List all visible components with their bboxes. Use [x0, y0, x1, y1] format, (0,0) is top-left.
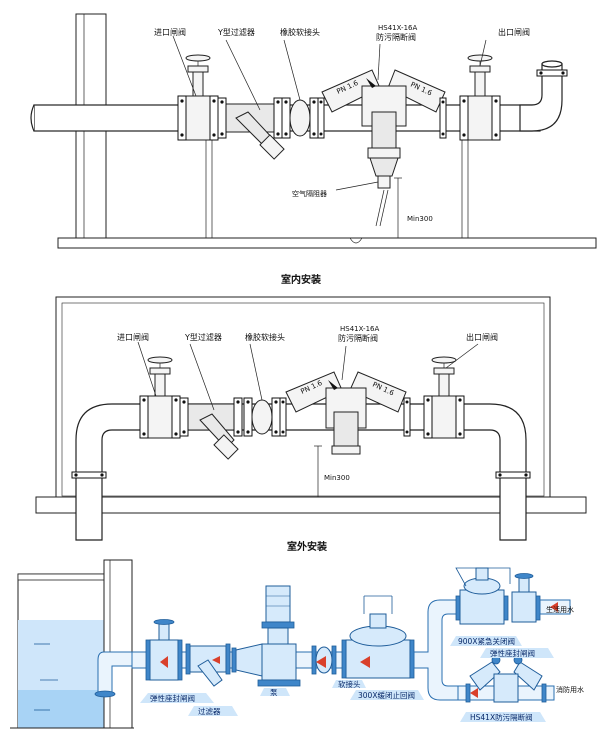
d2-inlet-gate-valve: [139, 356, 181, 439]
d1-rubber-joint-label: 橡胶软接头: [280, 27, 320, 37]
d2-inlet-valve-label: 进口闸阀: [117, 333, 149, 342]
inlet-gate-valve: [177, 54, 219, 141]
diagram-pump-system: 弹性座封闸阀 过滤器 泵 软接头 300X缓闭止回阀 900X紧急关闭阀 弹性座…: [10, 559, 584, 729]
d1-caption: 室内安装: [281, 273, 321, 286]
d2-outlet-valve-label: 出口闸阀: [466, 332, 498, 342]
d3-filter: [185, 643, 231, 687]
d3-soft-joint-label: 软接头: [338, 679, 361, 689]
d3-check-valve-label: 300X缓闭止回阀: [358, 690, 415, 700]
branch-pipe: [413, 599, 459, 701]
rubber-joint: [281, 97, 319, 139]
d3-backflow-valve: [457, 655, 555, 703]
d2-outlet-gate-valve: [423, 356, 465, 439]
d2-min-height: Min300: [324, 474, 350, 482]
d3-soft-joint: [311, 645, 337, 675]
d3-emergency-valve-label: 900X紧急关闭阀: [458, 636, 515, 646]
d3-pump: [257, 585, 301, 687]
d3-pump-label: 泵: [270, 688, 278, 697]
ground-slab: [35, 496, 587, 514]
d2-model-label: HS41X-16A: [340, 325, 379, 333]
water-tank: [10, 559, 134, 729]
d2-caption: 室外安装: [287, 540, 327, 553]
d1-outlet-valve-label: 出口闸阀: [498, 27, 530, 37]
d2-rubber-joint-label: 橡胶软接头: [245, 332, 285, 342]
d3-backflow-valve-label: HS41X防污隔断阀: [470, 712, 533, 722]
d2-y-filter: [179, 397, 243, 460]
d3-filter-label: 过滤器: [198, 706, 221, 716]
diagram-indoor: PN 1.6 PN 1.6 Min300: [30, 13, 597, 286]
d3-emergency-valve: [455, 567, 511, 625]
d1-y-filter-label: Y型过滤器: [217, 27, 255, 37]
d3-elastic-gate-label: 弹性座封闸阀: [150, 693, 195, 703]
backflow-preventer: PN 1.6 PN 1.6: [317, 69, 447, 244]
d2-rubber-joint: [243, 397, 281, 437]
y-filter: [217, 97, 285, 160]
u-pipe: [75, 403, 527, 541]
d1-inlet-valve-label: 进口闸阀: [154, 28, 186, 37]
d3-domestic-water-label: 生活用水: [546, 605, 574, 614]
d3-elastic-gate-2: [511, 573, 571, 623]
d2-backflow-label: 防污隔断阀: [338, 333, 378, 343]
d1-backflow-label: 防污隔断阀: [376, 32, 416, 42]
diagram-outdoor: PN 1.6 PN 1.6 Min300 进口闸阀 Y型过滤器 橡胶软接头: [35, 296, 587, 553]
d1-model-label: HS41X-16A: [378, 24, 417, 32]
d1-min-height: Min300: [407, 215, 433, 223]
floor-slab: [57, 237, 597, 249]
d2-y-filter-label: Y型过滤器: [184, 332, 222, 342]
d3-gate-valve: [145, 619, 183, 681]
d1-air-gap-label: 空气隔阻器: [292, 189, 327, 198]
d2-backflow-preventer: PN 1.6 PN 1.6: [279, 371, 411, 455]
d3-elastic-gate-2-label: 弹性座封闸阀: [490, 648, 535, 658]
d3-fire-water-label: 消防用水: [556, 685, 584, 694]
outlet-gate-valve: [459, 54, 501, 141]
d3-check-valve: [341, 595, 415, 679]
